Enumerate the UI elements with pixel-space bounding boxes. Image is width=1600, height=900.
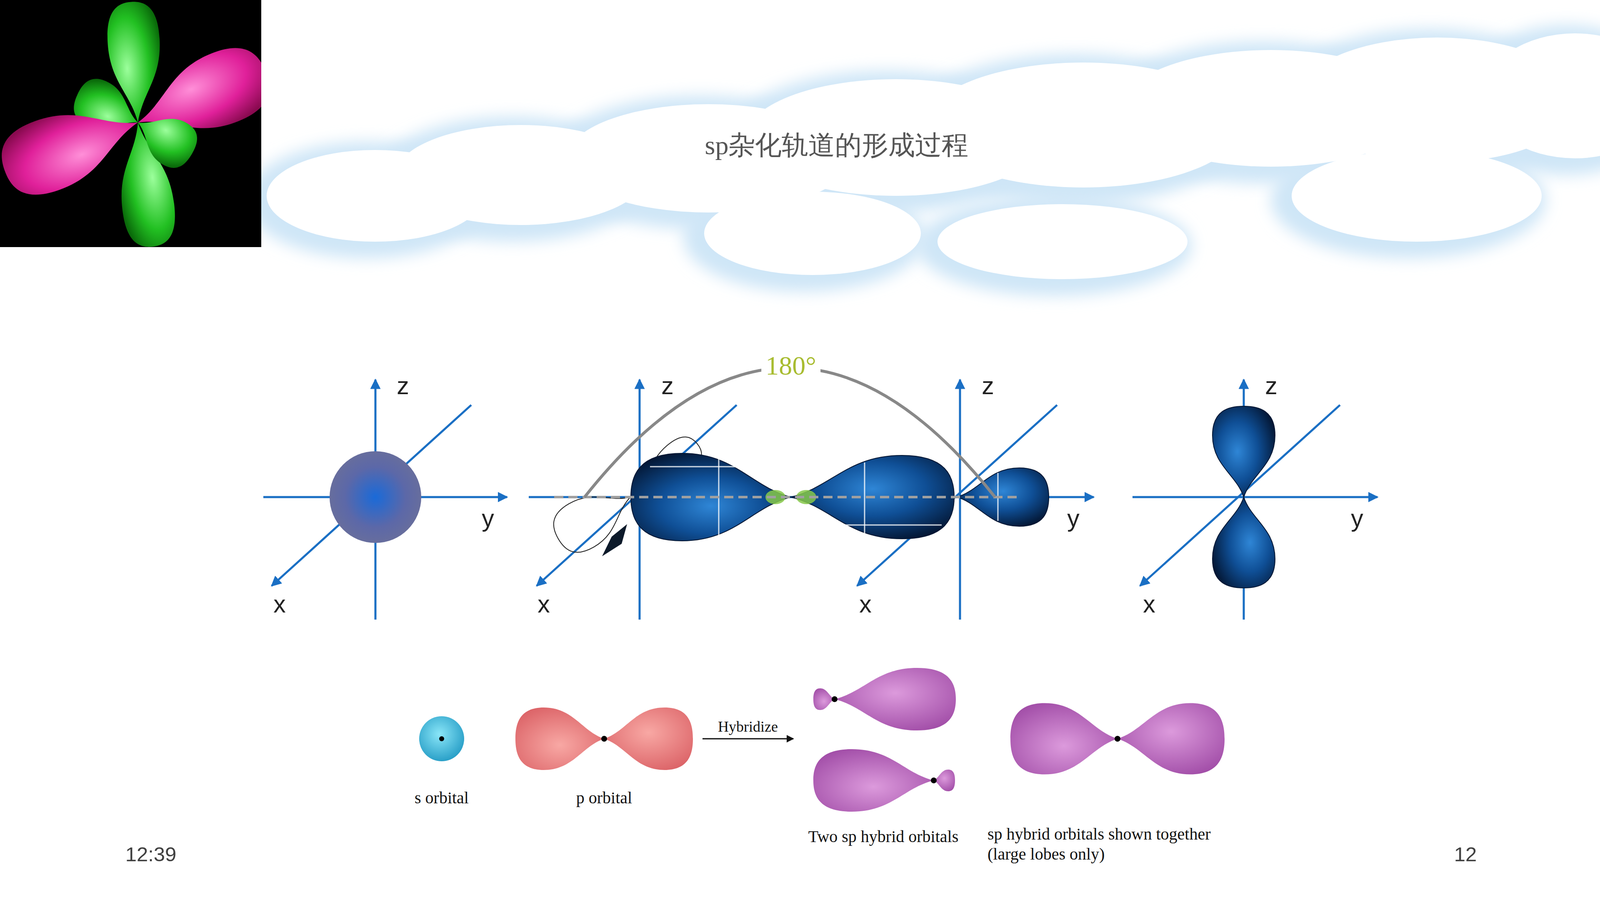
page-number: 12	[1454, 842, 1478, 866]
nucleus-dot	[439, 736, 445, 742]
p-lobe	[604, 707, 693, 770]
orbital-picture	[987, 670, 1246, 808]
axis-label: z	[1265, 371, 1278, 400]
cloud	[1483, 33, 1600, 159]
orbital-picture	[795, 662, 971, 815]
green-lobe	[105, 0, 164, 124]
slide-time: 12:39	[125, 842, 177, 866]
orbital-figure: sp hybrid orbitals shown together (large…	[987, 670, 1246, 865]
orbital-outline	[545, 475, 643, 561]
axis-line	[271, 405, 472, 586]
axis-line	[528, 496, 1094, 499]
angle-label: 180°	[761, 350, 821, 382]
nucleus-dot	[1114, 735, 1121, 742]
orbital-figure: Two sp hybrid orbitals	[795, 662, 971, 847]
slide-title: sp杂化轨道的形成过程	[705, 127, 969, 164]
axis-label: y	[1067, 504, 1080, 533]
angle-arc	[584, 367, 995, 498]
p-lobe	[515, 707, 605, 770]
axis-label: x	[1142, 590, 1156, 619]
cloud	[937, 204, 1188, 280]
s-orbital-ball	[419, 716, 465, 762]
orbital-picture	[387, 689, 496, 788]
hybrid-lobe	[813, 749, 934, 812]
p-lobe	[1212, 406, 1275, 498]
cloud-shadow	[916, 195, 1192, 296]
hybrid-lobe	[834, 667, 956, 731]
cloud	[704, 191, 921, 275]
cloud-background	[245, 25, 1600, 296]
nucleus-dot	[831, 696, 838, 703]
hybrid-lobe	[1117, 703, 1225, 775]
hybrid-small-lobe	[933, 769, 955, 792]
orbital-picture	[508, 689, 700, 788]
s-orbital-sphere	[329, 451, 422, 543]
axes	[263, 379, 1378, 620]
p-lobe	[1212, 497, 1275, 588]
grid-line	[650, 466, 775, 468]
axis-label: y	[1350, 504, 1364, 533]
hybridize-arrow	[702, 738, 794, 740]
figure-caption: p orbital	[508, 787, 700, 808]
axis-label: z	[981, 371, 995, 400]
nucleus-dot	[930, 777, 937, 784]
figure-caption: sp hybrid orbitals shown together (large…	[987, 807, 1246, 865]
figure-caption: Two sp hybrid orbitals	[795, 815, 971, 847]
axis-label: z	[396, 371, 410, 400]
grid-line	[864, 462, 866, 538]
orbital-figure: s orbital	[387, 689, 496, 808]
axis-line	[959, 379, 962, 620]
hybrid-small-lobe	[813, 688, 835, 710]
d-orbital-picture	[0, 0, 262, 248]
dashed-axis	[554, 495, 1017, 499]
arrow-label: Hybridize	[717, 717, 778, 736]
hybrid-lobe	[1010, 703, 1118, 775]
green-lobe	[125, 101, 204, 175]
axis-label: y	[481, 504, 495, 533]
orbital-pictures	[329, 367, 1275, 589]
orbital-figure: p orbital	[508, 689, 700, 808]
cloud	[1291, 150, 1542, 242]
nucleus-dot	[601, 735, 608, 742]
axis-label: x	[273, 590, 286, 619]
axis-label: z	[661, 371, 674, 400]
grid-line	[804, 524, 942, 526]
figure-caption: s orbital	[387, 787, 496, 808]
small-cone	[602, 524, 628, 557]
axis-label: x	[859, 590, 872, 619]
axis-line	[1132, 496, 1378, 499]
axis-label: x	[537, 590, 550, 619]
